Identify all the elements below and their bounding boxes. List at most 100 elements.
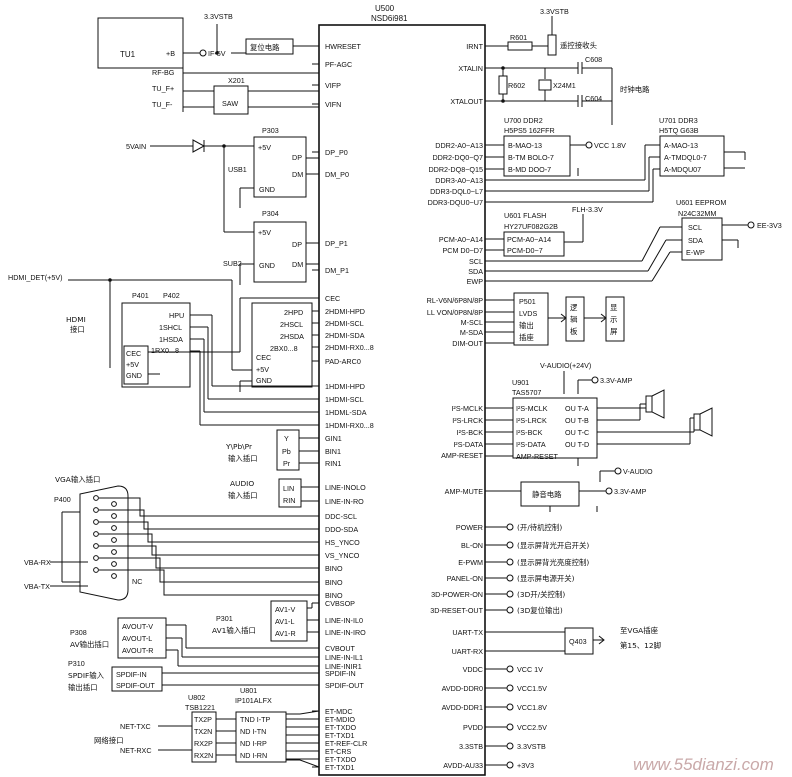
reset-circuit-label: 复位电路 — [250, 43, 280, 52]
vga-pin — [93, 519, 99, 525]
eth-rxc: NET-RXC — [120, 746, 152, 755]
amp-in-pin: I²S-BCK — [516, 428, 543, 437]
main-right-pin: AVDD-AU33 — [443, 761, 483, 770]
c604-label: C604 — [585, 94, 602, 103]
main-right-pin: I²S-LRCK — [452, 416, 483, 425]
mute-label: 静音电路 — [532, 490, 562, 499]
hdmi2-pin-hpd: 2HPD — [284, 308, 303, 317]
u801-phy — [235, 711, 287, 763]
main-right-pin: M-SCL — [461, 318, 483, 327]
ypbpr-label: Y\Pb\Pr — [225, 442, 253, 451]
lvds-ref: P501 — [519, 297, 536, 306]
audio-sub: 输入插口 — [228, 491, 258, 500]
amp-out-pin: OU T-A — [565, 404, 589, 413]
eth-label: 网络接口 — [94, 736, 124, 745]
ypbpr-sub: 输入插口 — [228, 454, 258, 463]
q403 — [564, 627, 594, 655]
ypbpr-pin-y: Y — [284, 434, 289, 443]
hdmi2-pin-gnd: GND — [256, 376, 272, 385]
hdmi-p401: P401 — [132, 291, 149, 300]
hdmi1-pin-scl: 1SHCL — [159, 323, 182, 332]
logic-board — [565, 296, 585, 342]
vga-pin — [111, 537, 117, 543]
usb1-pin-5v: +5V — [258, 143, 271, 152]
eeprom-pin-scl: SCL — [688, 223, 702, 232]
control-lines: (开/待机控制)(显示屏背光开启开关)(显示屏背光亮度控制)(显示屏电源开关)(… — [485, 523, 589, 615]
u802-pin-4: RX2N — [194, 751, 213, 760]
main-right-pin: PVDD — [463, 723, 483, 732]
main-left-pin: BINO — [325, 578, 343, 587]
av1-pin-r: AV1-R — [275, 629, 296, 638]
vga-pin — [93, 507, 99, 513]
saw-ref: X201 — [228, 76, 245, 85]
hdmi2-pin-5v: +5V — [256, 365, 269, 374]
main-right-pin: SDA — [468, 267, 483, 276]
r602 — [498, 75, 508, 95]
u801-pin-2: ND I-TN — [240, 727, 266, 736]
main-left-pin: ET-TXDO — [325, 723, 357, 732]
main-right-pin: DDR3-DQU0~U7 — [428, 198, 483, 207]
hdmi2-pin-sda: 2HSDA — [280, 332, 304, 341]
hdmi2-pin-rx: 2BX0...8 — [270, 344, 298, 353]
amp-out-pin: OU T-D — [565, 440, 589, 449]
vga-block: VGA输入插口 P400 VBA-RX VBA-TX NC — [24, 475, 319, 601]
eeprom-chip — [681, 217, 723, 261]
ddr2-chip — [503, 135, 571, 177]
main-right-pin: AMP-RESET — [441, 451, 484, 460]
hdmi2-pin-scl: 2HSCL — [280, 320, 303, 329]
av1-connector — [270, 600, 308, 642]
main-chip-ref: U500 — [375, 4, 395, 13]
main-left-pin: HS_YNCO — [325, 538, 360, 547]
ir-receiver — [547, 34, 557, 56]
speaker-left-body — [645, 395, 653, 413]
main-right-pin: EWP — [467, 277, 484, 286]
main-chip-part: NSD6i981 — [371, 14, 408, 23]
main-right-pin: POWER — [456, 523, 483, 532]
hdmi1-pin-gnd: GND — [126, 371, 142, 380]
flash-part: HY27UF082G2B — [504, 222, 558, 231]
uart-label1: 至VGA插座 — [620, 626, 659, 635]
amp-in-pin: I²S-LRCK — [516, 416, 547, 425]
eeprom-supply: EE-3V3 — [757, 221, 782, 230]
amp-out-pin: OU T-B — [565, 416, 589, 425]
usb-sub: SUB2 — [223, 259, 242, 268]
ddr2-vcc: VCC 1.8V — [594, 141, 626, 150]
main-left-pin: 1HDMI-HPD — [325, 382, 365, 391]
main-left-pin: DM_P1 — [325, 266, 349, 275]
hdmi-p402: P402 — [163, 291, 180, 300]
power-label: VCC 1V — [517, 665, 543, 674]
speaker-right — [699, 407, 713, 437]
clock-label: 时钟电路 — [620, 85, 650, 94]
usb-p304: P304 — [262, 209, 279, 218]
vga-pin — [111, 513, 117, 519]
ypbpr-pin-pr: Pr — [283, 459, 291, 468]
main-left-pin: DM_P0 — [325, 170, 349, 179]
hdmi1-connector — [121, 302, 191, 388]
av1-pin-v: AV1-V — [275, 605, 295, 614]
av1-ref: P301 — [216, 614, 233, 623]
main-right-pin: DDR3-DQL0~L7 — [430, 187, 483, 196]
tuner-block: TU1 +B RF-BG TU_F+ TU_F- IF-5V 3.3VSTB 复… — [97, 12, 319, 115]
eeprom-pin-wp: E-WP — [686, 248, 705, 257]
logic-board-label-2: 辑 — [570, 315, 578, 324]
power-label: VCC2.5V — [517, 723, 547, 732]
u801-pin-1: TND I-TP — [240, 715, 271, 724]
main-right-pin: DDR2-DQ8~Q15 — [428, 165, 483, 174]
saw-label: SAW — [222, 99, 238, 108]
amp-block: V-AUDIO(+24V) 3.3V-AMP U901 TAS5707 I²S-… — [485, 361, 713, 466]
audio-label: AUDIO — [230, 479, 254, 488]
logic-board-label-1: 逻 — [570, 303, 578, 312]
lvds-line-2: 输出 — [519, 321, 534, 330]
ypbpr-block: Y\Pb\Pr 输入插口 Y Pb Pr — [225, 429, 319, 471]
main-left-pin: ET-MDC — [325, 707, 353, 716]
main-left-pin: 2HDMI-SCL — [325, 319, 364, 328]
clock-block: 3.3VSTB 遥控接收头 R601 R602 X24M1 C608 C604 … — [485, 7, 650, 125]
mute-vaudio: V-AUDIO — [623, 467, 653, 476]
main-chip-left-pins: HWRESETPF-AGCVIFPVIFNDP_P0DM_P0DP_P1DM_P… — [312, 42, 374, 772]
tuner-pin-b: +B — [166, 49, 175, 58]
vga-ref: P400 — [54, 495, 71, 504]
control-label: (3D开/关控制) — [517, 590, 565, 599]
main-left-pin: ET-TXD1 — [325, 731, 355, 740]
main-right-pin: I²S-DATA — [453, 440, 483, 449]
main-chip-body — [318, 24, 486, 776]
